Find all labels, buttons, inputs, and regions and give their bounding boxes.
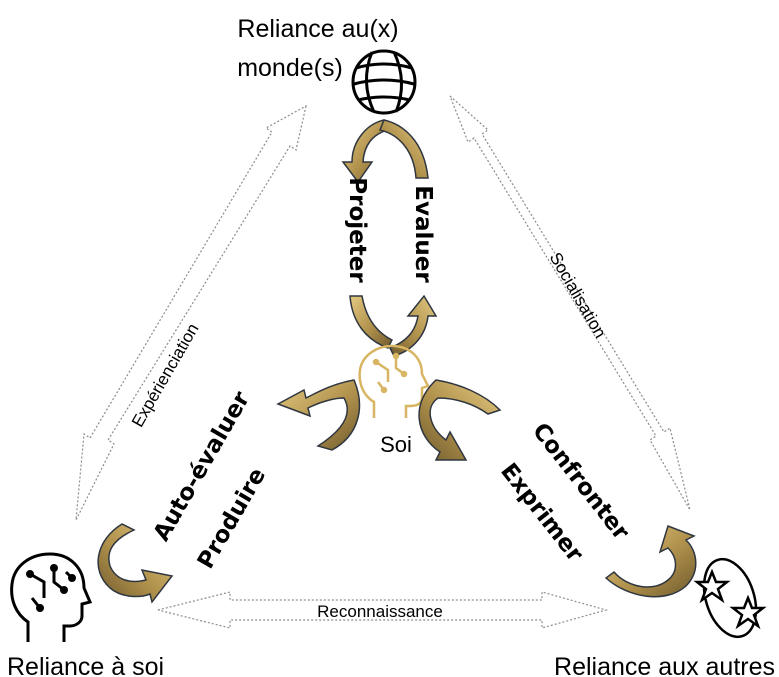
action-evaluer: Evaluer [410,185,436,283]
arrow-left-upper [276,379,361,451]
stars-orbit-icon [693,557,767,639]
edge-reconnaissance-arrow [157,591,609,629]
action-projeter: Projeter [344,177,370,283]
node-right-label: Reliance aux autres [554,653,775,677]
node-top-label-line2: monde(s) [237,54,343,82]
globe-icon [351,49,417,115]
arrow-left-lower [97,523,174,604]
arrow-top-down-right [378,119,429,179]
arrow-right-upper [418,379,502,461]
head-circuit-icon [10,552,93,642]
arrow-middle-up-left [349,295,394,349]
node-top-label-line1: Reliance au(x) [237,15,398,43]
edge-label-reconnaissance: Reconnaissance [317,602,443,621]
arrow-top-down-left [341,119,390,184]
edge-label-socialisation: Socialisation [546,249,610,341]
edge-experienciation-arrow [75,104,307,521]
node-center-label: Soi [380,432,412,457]
arrow-right-lower [604,525,697,598]
head-circuit-gold-icon [358,344,430,418]
node-left-label: Reliance à soi [7,653,164,677]
edge-socialisation-arrow [449,95,691,511]
